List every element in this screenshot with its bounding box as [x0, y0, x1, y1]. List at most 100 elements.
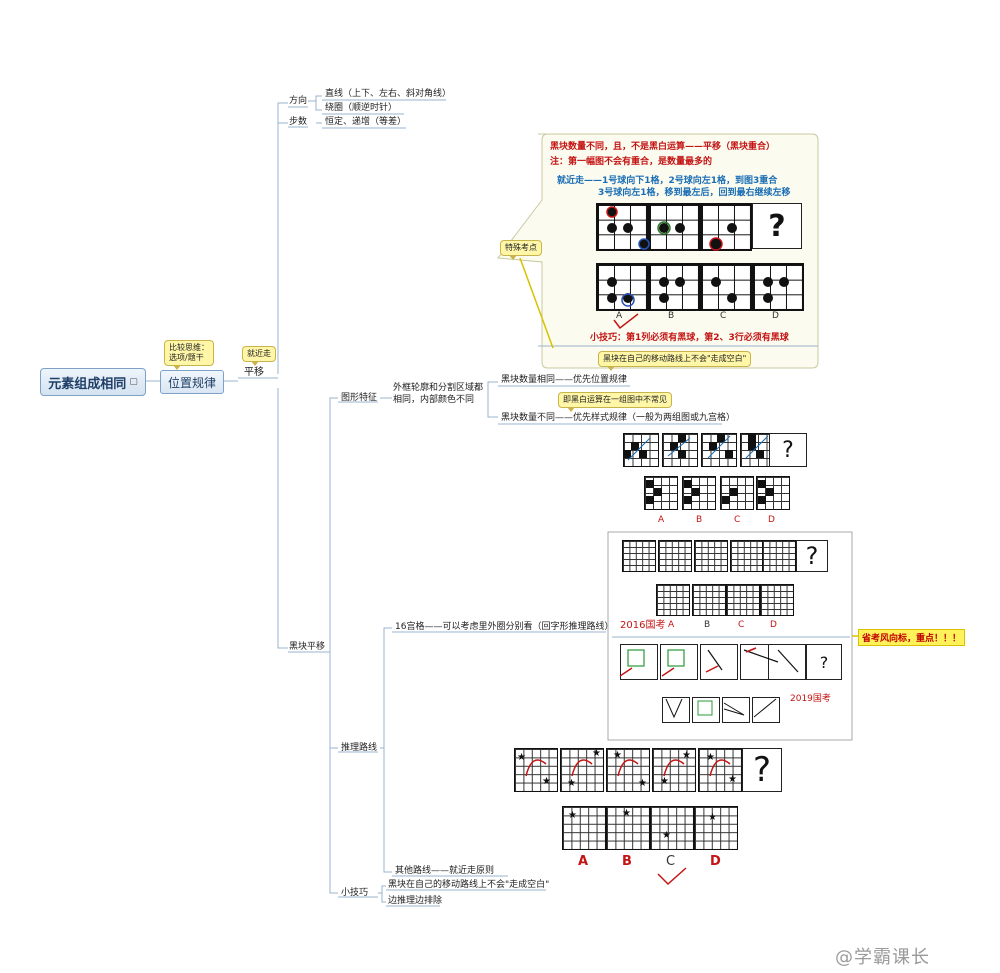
special-balls	[606, 206, 789, 307]
route-q4	[652, 748, 696, 792]
svg-text:★: ★	[662, 830, 671, 841]
y19-shapes	[619, 647, 799, 677]
year-2016-label: 2016国考	[620, 620, 666, 631]
g16-opt-c[interactable]	[726, 584, 760, 616]
route-opt-d[interactable]	[694, 806, 738, 850]
special-line2: 注：第一幅图不会有重合，是数量最多的	[550, 157, 713, 167]
checkmark-icon	[613, 313, 639, 330]
route-opt-a[interactable]	[562, 806, 606, 850]
route-label-a: A	[578, 854, 589, 869]
special-option-label-c: C	[720, 311, 727, 321]
nearest-callout: 就近走	[242, 346, 276, 366]
route-label-d: D	[710, 854, 721, 869]
special-tip: 小技巧：第1列必须有黑球，第2、3行必须有黑球	[590, 333, 789, 343]
route-q5	[698, 748, 742, 792]
special-option-grid-b[interactable]	[648, 263, 700, 311]
direction-node[interactable]: 方向	[289, 96, 308, 106]
special-line1: 黑块数量不同，且，不是黑白运算——平移（黑块重合）	[550, 142, 776, 152]
year-2019-label: 2019国考	[790, 694, 831, 704]
g16-q2	[658, 540, 692, 572]
highlight-tag: 省考风向标，重点！！！	[858, 629, 966, 646]
route-opt-b[interactable]	[606, 806, 650, 850]
compare-callout: 比较思维： 选项/题干	[164, 340, 214, 370]
black-block-node[interactable]: 黑块平移	[289, 642, 326, 652]
g16-opt-b[interactable]	[692, 584, 726, 616]
translation-node[interactable]: 平移	[244, 367, 264, 378]
svg-text:★: ★	[708, 812, 717, 823]
root-title: 元素组成相同	[48, 376, 127, 392]
checkmark-icon	[657, 867, 687, 886]
special-option-label-d: D	[772, 311, 779, 321]
reasoning-route-node[interactable]: 推理路线	[341, 743, 378, 753]
route-label-c: C	[666, 854, 676, 869]
y19-opt-d[interactable]	[752, 697, 780, 723]
route-q2	[560, 748, 604, 792]
svg-text:★: ★	[638, 778, 647, 789]
g16-question-mark: ?	[796, 540, 828, 572]
g16-label-b: B	[704, 620, 711, 630]
g16-label-c: C	[738, 620, 745, 630]
watermark: @学霸课长	[835, 947, 930, 968]
shape-feature-node[interactable]: 图形特征	[341, 393, 378, 403]
svg-text:★: ★	[682, 750, 691, 761]
special-footnote: 黑块在自己的移动路线上不会"走成空白"	[598, 351, 752, 371]
special-blue2: 3号球向左1格，移到最左后，回到最右继续左移	[598, 188, 791, 198]
g16-q1	[622, 540, 656, 572]
bb-option-grid-c[interactable]	[720, 476, 754, 510]
grid16-rule: 16宫格——可以考虑里外圈分别看（回字形推理路线）	[395, 622, 614, 632]
g16-q5	[762, 540, 796, 572]
g16-q3	[694, 540, 728, 572]
svg-text:★: ★	[728, 774, 737, 785]
route-label-b: B	[622, 854, 632, 869]
direction-item-line: 直线（上下、左右、斜对角线）	[325, 89, 452, 99]
g16-opt-d[interactable]	[760, 584, 794, 616]
shape-feature-desc2: 相同，内部颜色不同	[393, 395, 475, 405]
special-option-label-a: A	[616, 311, 623, 321]
bb-question-mark: ?	[769, 433, 807, 467]
svg-text:★: ★	[613, 750, 622, 761]
root-node[interactable]: 元素组成相同 ▢	[40, 368, 146, 396]
same-count-rule: 黑块数量相同——优先位置规律	[501, 375, 628, 385]
position-rule-label: 位置规律	[167, 375, 216, 390]
route-q3	[606, 748, 650, 792]
g16-label-a: A	[668, 620, 675, 630]
route-q1	[514, 748, 558, 792]
steps-item: 恒定、递增（等差）	[325, 117, 407, 127]
bb-option-label-d: D	[768, 515, 775, 525]
special-callout: 特殊考点	[500, 240, 542, 260]
g16-label-d: D	[770, 620, 777, 630]
route-question-mark: ?	[742, 748, 782, 792]
position-rule-node[interactable]: 位置规律	[160, 370, 224, 394]
other-route-rule: 其他路线——就近走原则	[395, 866, 495, 876]
shape-feature-desc1: 外框轮廓和分割区域都	[393, 383, 484, 393]
y19-opt-shapes	[665, 698, 777, 719]
special-option-grid-c[interactable]	[700, 263, 752, 311]
svg-text:★: ★	[706, 752, 715, 763]
tips-node[interactable]: 小技巧	[341, 888, 369, 898]
svg-text:★: ★	[517, 752, 526, 763]
svg-text:★: ★	[592, 748, 601, 759]
special-option-grid-d[interactable]	[752, 263, 804, 311]
diff-count-rule: 黑块数量不同——优先样式规律（一般为两组图或九宫格）	[501, 413, 736, 423]
svg-text:★: ★	[622, 808, 631, 819]
svg-text:★: ★	[660, 776, 669, 787]
bw-callout: 即黑白运算在一组图中不常见	[558, 392, 672, 412]
g16-q4	[730, 540, 764, 572]
svg-text:★: ★	[542, 776, 551, 787]
bb-question-grid-3	[701, 433, 737, 467]
tips-item-2: 边推理边排除	[388, 896, 443, 906]
note-icon: ▢	[129, 377, 138, 387]
special-question-grid-1	[596, 203, 648, 251]
bb-option-label-b: B	[696, 515, 703, 525]
g16-opt-a[interactable]	[656, 584, 690, 616]
steps-node[interactable]: 步数	[289, 117, 308, 127]
y19-question-mark: ?	[806, 644, 842, 680]
route-opt-c[interactable]	[650, 806, 694, 850]
y19-q3	[700, 644, 738, 680]
bb-option-label-a: A	[658, 515, 665, 525]
y19-q5	[768, 644, 806, 680]
tips-item-1: 黑块在自己的移动路线上不会"走成空白"	[388, 880, 550, 890]
route-marks: ★★ ★★ ★★ ★★ ★★ ★★★★	[517, 748, 737, 841]
bb-option-label-c: C	[734, 515, 741, 525]
